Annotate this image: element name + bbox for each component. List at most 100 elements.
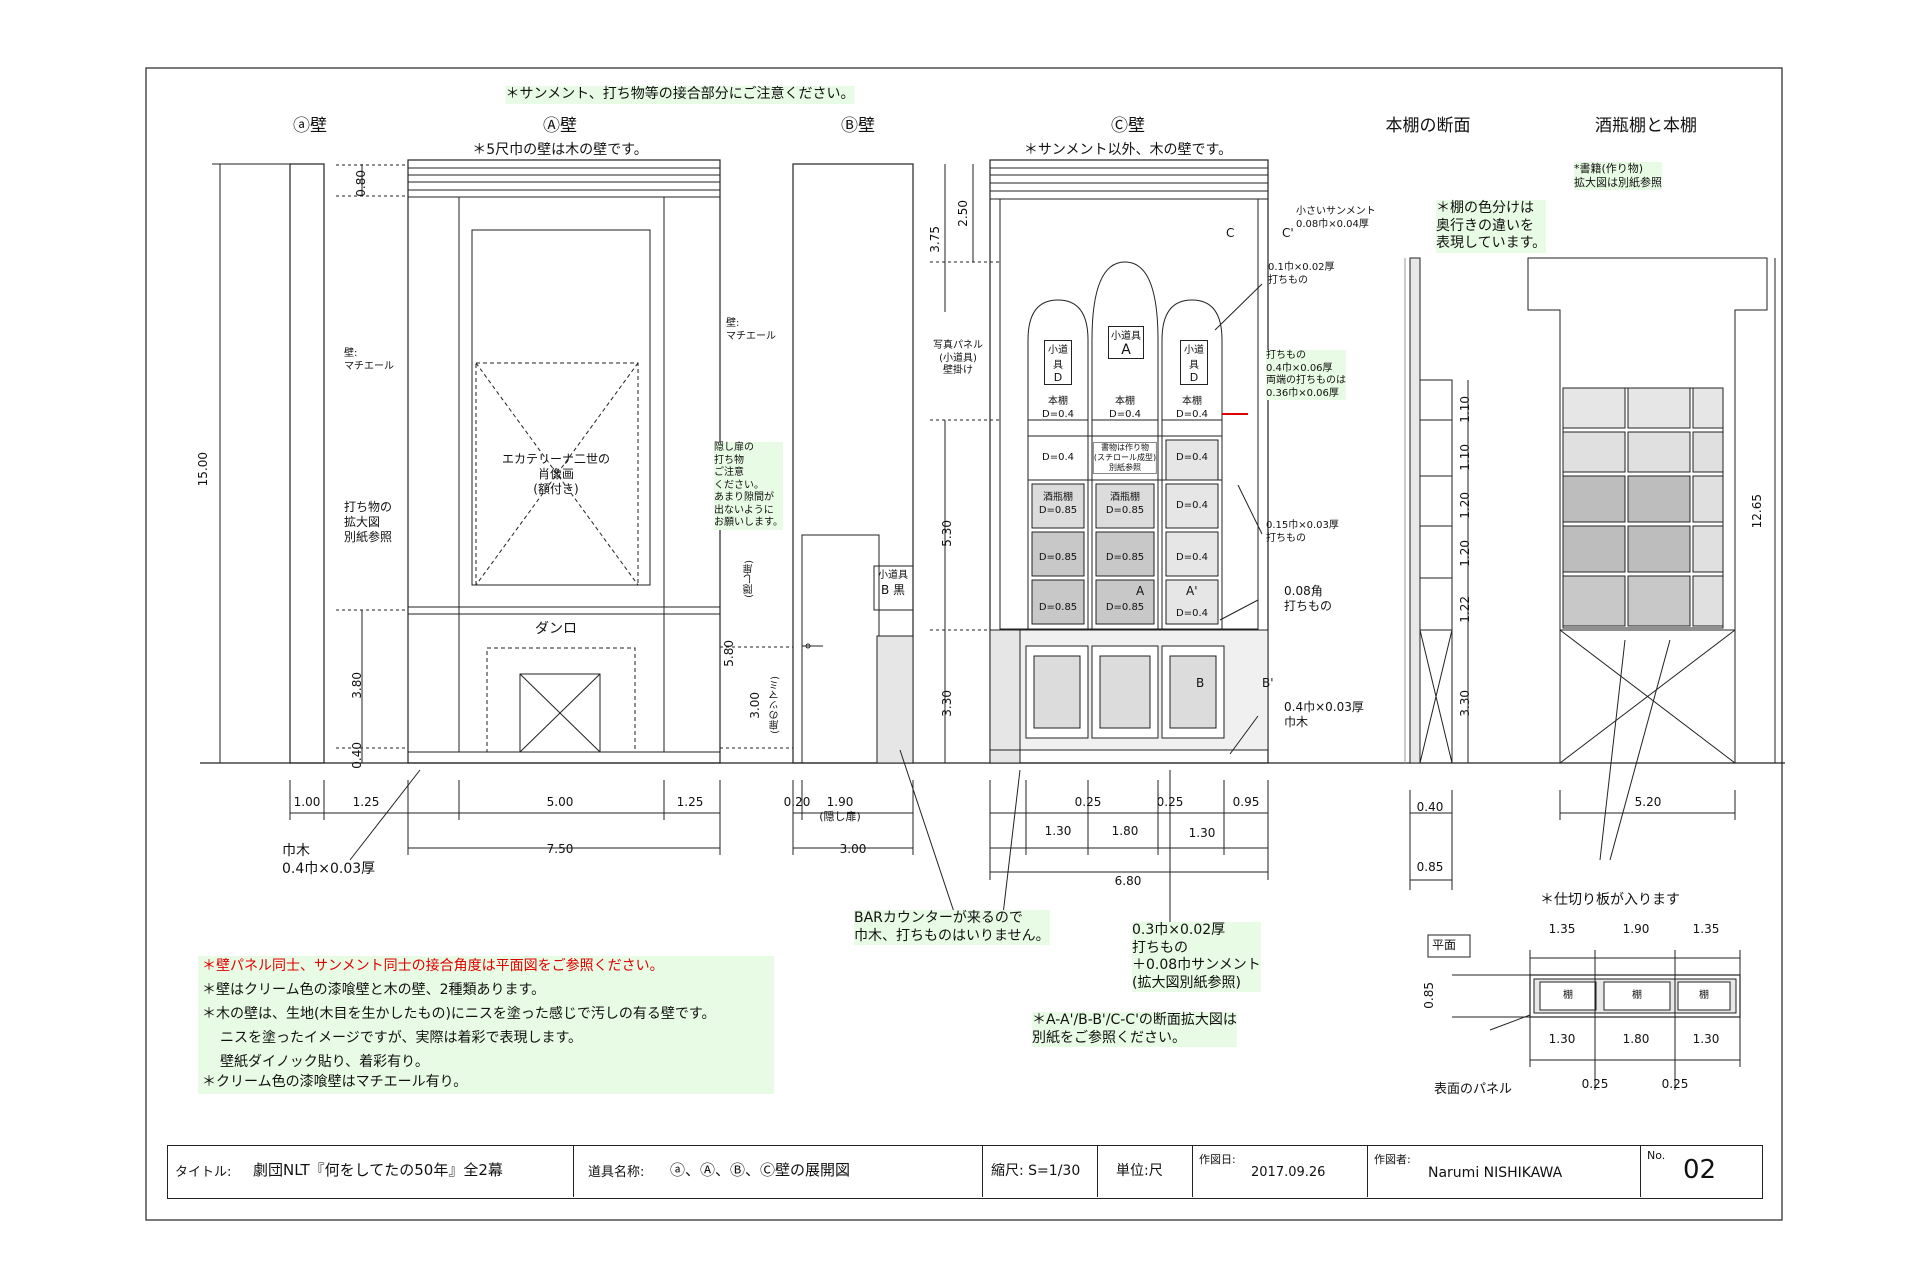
d04-right-3: D=0.4 xyxy=(1176,552,1208,563)
dim-w680: 6.80 xyxy=(1114,874,1142,888)
dim-p130a: 1.30 xyxy=(1548,1032,1576,1046)
section-ref-note: ＊A-A'/B-B'/C-C'の断面拡大図は別紙をご参照ください。 xyxy=(1032,1012,1237,1047)
d085-center-1: D=0.85 xyxy=(1105,552,1145,563)
header-wall-C: Ⓒ壁 xyxy=(1111,116,1145,136)
dim-w130a: 1.30 xyxy=(1044,824,1072,838)
section-b-label: B xyxy=(1196,676,1205,690)
header-wall-A: Ⓐ壁 xyxy=(543,116,577,136)
dim-h530: 5.30 xyxy=(940,520,954,547)
section-c-label: C xyxy=(1226,226,1235,240)
dim-p180: 1.80 xyxy=(1622,1032,1650,1046)
dim-w095: 0.95 xyxy=(1232,795,1260,809)
c-wall-note: ＊サンメント以外、木の壁です。 xyxy=(1023,142,1233,158)
dim-w040: 0.40 xyxy=(1416,800,1444,814)
partition-note: ＊仕切り板が入ります xyxy=(1540,892,1680,908)
dim-h250: 2.50 xyxy=(956,200,970,227)
bar-counter-note: BARカウンターが来るので巾木、打ちものはいりません。 xyxy=(854,910,1050,945)
dim-w500: 5.00 xyxy=(546,795,574,809)
tb-unit: 単位:尺 xyxy=(1098,1145,1193,1197)
header-wall-B: Ⓑ壁 xyxy=(841,116,875,136)
dim-p025a: 0.25 xyxy=(1581,1077,1609,1091)
dim-w125b: 1.25 xyxy=(676,795,704,809)
dim-w190: 1.90 xyxy=(826,795,854,809)
door-knob-vertical: (扉のツマミ) xyxy=(770,676,781,734)
dim-h1265: 12.65 xyxy=(1750,494,1764,529)
dim-p130b: 1.30 xyxy=(1692,1032,1720,1046)
plan-label: 平面 xyxy=(1432,938,1457,952)
d085-center-2: D=0.85 xyxy=(1105,602,1145,613)
d04-right-2: D=0.4 xyxy=(1176,500,1208,511)
dim-h122: 1.22 xyxy=(1458,596,1472,623)
d04-right-1: D=0.4 xyxy=(1176,452,1208,463)
dim-w520: 5.20 xyxy=(1634,795,1662,809)
books-made-label: 書物は作り物(スチロール成型)別紙参照 xyxy=(1092,442,1158,474)
dim-w020: 0.20 xyxy=(783,795,811,809)
section-bp-label: B' xyxy=(1262,676,1274,690)
header-wall-a-small: ⓐ壁 xyxy=(293,116,327,136)
dim-w190-note: (隠し扉) xyxy=(819,810,861,823)
dim-h120b: 1.20 xyxy=(1458,540,1472,567)
plan-shelf-3: 棚 xyxy=(1699,990,1709,1001)
dim-h110a: 1.10 xyxy=(1458,396,1472,423)
header-section: 本棚の断面 xyxy=(1385,116,1471,136)
header-bottle-shelf: 酒瓶棚と本棚 xyxy=(1595,116,1697,136)
shelf-color-note: ＊棚の色分けは奥行きの違いを表現しています。 xyxy=(1436,200,1547,253)
photo-panel-label: 写真パネル(小道具)壁掛け xyxy=(933,340,983,376)
dim-w130b: 1.30 xyxy=(1188,826,1216,840)
general-notes: ＊壁パネル同士、サンメント同士の接合角度は平面図をご参照ください。 ＊壁はクリー… xyxy=(198,956,774,1094)
dim-h040: 0.40 xyxy=(350,742,364,769)
section-cp-label: C' xyxy=(1282,226,1294,240)
tb-title: タイトル: 劇団NLT『何をしてたの50年』全2幕 xyxy=(167,1145,574,1197)
hidden-door-note: 隠し扉の打ち物ご注意 ください。あまり隙間が出ないように お願いします。 xyxy=(714,442,783,530)
wall-matiere-label-2: 壁:マチエール xyxy=(726,318,776,342)
portrait-label: エカテリーナ二世の肖像画(額付き) xyxy=(501,452,611,496)
dim-w085: 0.85 xyxy=(1416,860,1444,874)
dim-w125a: 1.25 xyxy=(352,795,380,809)
dim-p135a: 1.35 xyxy=(1548,922,1576,936)
section-ap-label: A' xyxy=(1186,584,1198,598)
tb-number: No. 02 xyxy=(1647,1149,1717,1185)
dim-h120a: 1.20 xyxy=(1458,492,1472,519)
dim-h330: 3.30 xyxy=(940,690,954,717)
d04-left: D=0.4 xyxy=(1042,452,1074,463)
plan-shelf-2: 棚 xyxy=(1632,990,1642,1001)
top-warning-note: ＊サンメント、打ち物等の接合部分にご注意ください。 xyxy=(505,86,855,104)
dim-w300: 3.00 xyxy=(839,842,867,856)
tb-date: 作図日: 2017.09.26 xyxy=(1193,1145,1368,1197)
dim-h085: 0.85 xyxy=(1422,982,1436,1009)
hidden-door-vertical: (隠し扉) xyxy=(744,560,755,598)
d085-left-1: D=0.85 xyxy=(1038,552,1078,563)
wall-matiere-label-1: 壁:マチエール xyxy=(344,348,394,372)
dim-h110b: 1.10 xyxy=(1458,444,1472,471)
uchimono-01-label: 0.1巾×0.02厚打ちもの xyxy=(1268,262,1335,286)
dim-h580: 5.80 xyxy=(722,640,736,667)
d04-right-4: D=0.4 xyxy=(1176,608,1208,619)
dim-p135b: 1.35 xyxy=(1692,922,1720,936)
dim-w750: 7.50 xyxy=(546,842,574,856)
tb-item: 道具名称: ⓐ、Ⓐ、Ⓑ、Ⓒ壁の展開図 xyxy=(574,1145,983,1197)
uchimono-008-label: 0.08角打ちもの xyxy=(1284,584,1333,613)
dim-h375: 3.75 xyxy=(928,226,942,253)
surface-panel-label: 表面のパネル xyxy=(1434,1082,1513,1097)
tb-author: 作図者: Narumi NISHIKAWA xyxy=(1368,1145,1641,1197)
plan-shelf-1: 棚 xyxy=(1563,990,1573,1001)
dim-w025a: 0.25 xyxy=(1074,795,1102,809)
uchimono-detail-label: 打ち物の拡大図別紙参照 xyxy=(344,500,393,544)
dim-h080: 0.80 xyxy=(354,170,368,197)
dim-w100: 1.00 xyxy=(293,795,321,809)
dim-h330b: 3.30 xyxy=(1458,690,1472,717)
dim-p025b: 0.25 xyxy=(1661,1077,1689,1091)
